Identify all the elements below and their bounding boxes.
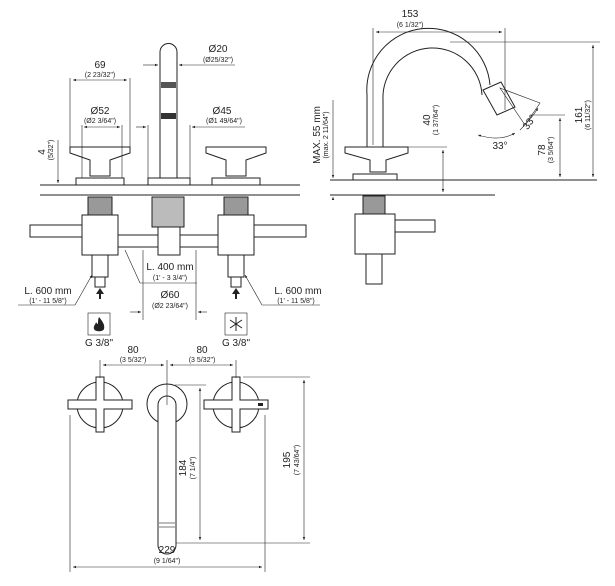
hot-hose-length: L. 600 mm <box>24 286 71 297</box>
dim-45-mm: Ø45 <box>213 106 232 117</box>
dim-161-mm: 161 <box>574 106 585 123</box>
side-view: 153 (6 1/32") 161 (6 11/32") 78 (3 5/64"… <box>312 9 600 285</box>
dim-153-mm: 153 <box>402 9 419 20</box>
spout-aerator-ring <box>161 82 176 88</box>
dim-80-left-inch: (3 5/32") <box>120 357 147 364</box>
dim-20-inch: (Ø25/32") <box>203 57 233 64</box>
dim-80-right-mm: 80 <box>196 345 208 356</box>
top-view: 80 (3 5/32") 80 (3 5/32") 184 (7 1/4") 1… <box>67 345 310 572</box>
top-cold-handle <box>203 376 269 433</box>
left-connecting-hose <box>117 234 159 248</box>
dim-80-right-inch: (3 5/32") <box>189 357 216 364</box>
dim-69-mm: 69 <box>94 60 106 71</box>
dim-78-inch: (3 5/64") <box>548 137 555 164</box>
dim-20-mm: Ø20 <box>209 44 228 55</box>
right-connecting-hose <box>179 234 219 248</box>
cold-inlet-arrow <box>232 288 240 299</box>
dim-45-inch: (Ø1 49/64") <box>206 118 242 125</box>
dim-80-left-mm: 80 <box>127 345 139 356</box>
dim-60-inch: (Ø2 23/64") <box>152 303 188 310</box>
dim-60-mm: Ø60 <box>161 290 180 301</box>
dim-153-inch: (6 1/32") <box>397 22 424 29</box>
max-deck-thickness-inch: (max. 2 11/64") <box>323 111 330 158</box>
top-spout <box>157 395 177 555</box>
spout-threaded-shank <box>151 196 185 228</box>
hot-connection-size: G 3/8" <box>85 338 113 349</box>
spout-aerator <box>161 113 176 119</box>
top-hot-handle <box>67 376 133 433</box>
center-hose-length-inch: (1' - 3 3/4") <box>153 275 187 282</box>
max-deck-thickness: MAX. 55 mm <box>312 106 323 164</box>
dim-78-mm: 78 <box>537 144 548 156</box>
dim-195-mm: 195 <box>282 451 293 468</box>
dim-40-mm: 40 <box>422 114 433 126</box>
spout-outlet <box>482 81 516 116</box>
dim-195-inch: (7 43/64") <box>294 445 301 476</box>
dim-161-inch: (6 11/32") <box>585 100 592 130</box>
spout-tee <box>157 226 181 256</box>
dim-184-mm: 184 <box>178 459 189 476</box>
dim-69-inch: (2 23/32") <box>85 72 116 79</box>
front-view: 69 (2 23/32") Ø52 (Ø2 3/64") Ø20 (Ø25/32… <box>18 43 322 349</box>
flame-icon <box>87 312 111 336</box>
dim-52-inch: (Ø2 3/64") <box>84 118 116 125</box>
spray-angle-lower: 33° <box>492 141 507 152</box>
snowflake-icon <box>224 312 248 336</box>
spout <box>159 43 178 181</box>
cold-hose-length: L. 600 mm <box>274 286 321 297</box>
hot-hose-length-inch: (1' - 11 5/8") <box>29 298 67 305</box>
spout-arc-inner <box>382 47 483 150</box>
dim-52-mm: Ø52 <box>91 106 110 117</box>
dim-184-inch: (7 1/4") <box>190 457 197 480</box>
spout-flange <box>147 177 191 186</box>
dim-40-inch: (1 37/64") <box>433 105 440 136</box>
hot-handle <box>29 146 131 288</box>
spout-arc-outer <box>366 27 491 150</box>
dim-4-inch: (5/32") <box>48 140 55 161</box>
dim-229-inch: (9 1/64") <box>154 558 181 565</box>
center-hose-length: L. 400 mm <box>146 262 193 273</box>
cold-hose-length-inch: (1' - 11 5/8") <box>277 298 315 305</box>
side-handle <box>344 146 409 173</box>
dim-229-mm: 229 <box>159 545 176 556</box>
hot-inlet-arrow <box>96 288 104 299</box>
cold-handle <box>205 146 307 288</box>
cold-connection-size: G 3/8" <box>222 338 250 349</box>
dim-4-mm: 4 <box>37 149 48 155</box>
spray-angle-upper: 33° <box>521 113 539 132</box>
